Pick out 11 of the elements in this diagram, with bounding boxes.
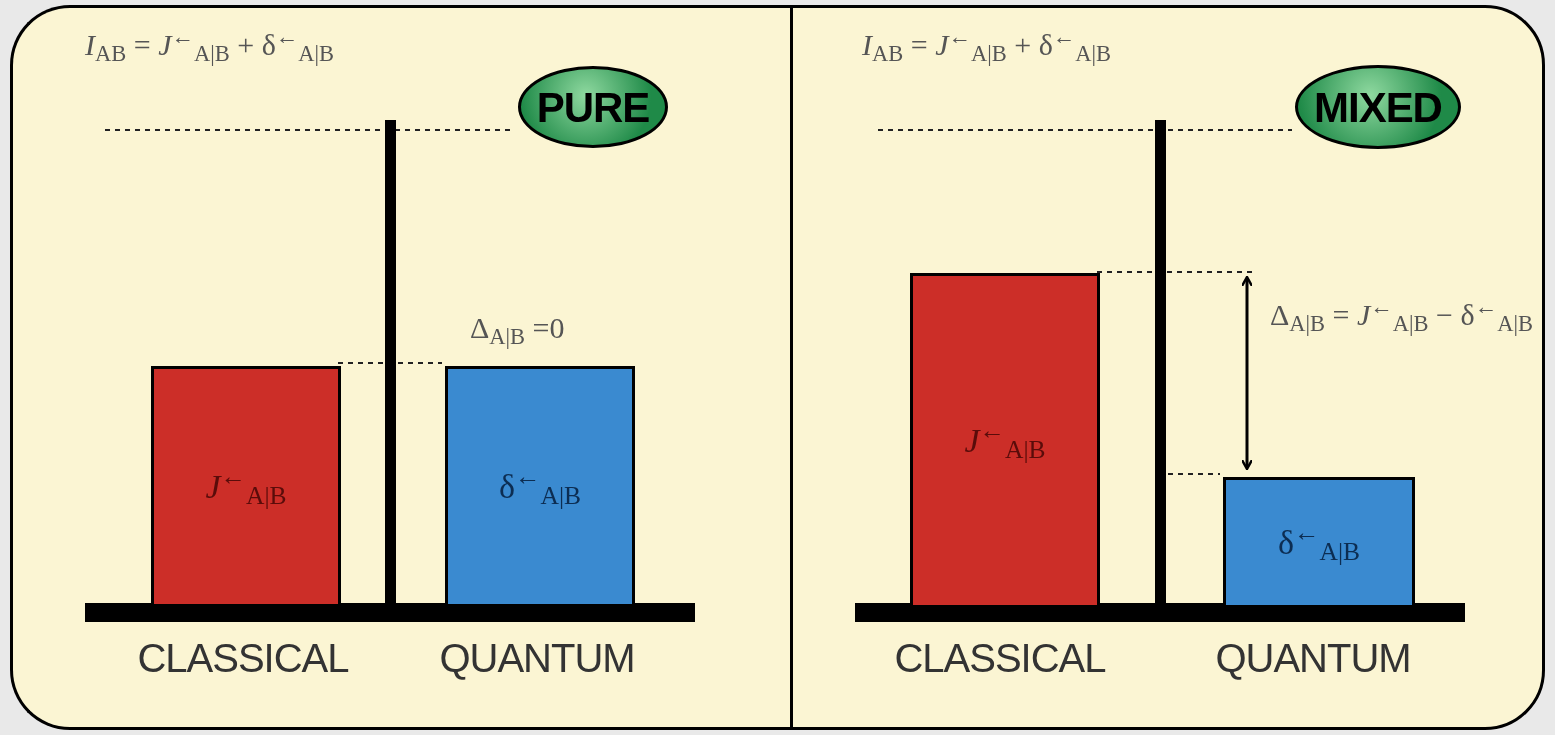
state-label: MIXED	[1314, 82, 1442, 133]
quantum-bar	[1223, 477, 1415, 608]
category-label: QUANTUM	[1215, 635, 1411, 682]
category-label: CLASSICAL	[894, 635, 1106, 682]
state-label: PURE	[536, 82, 650, 133]
category-label: CLASSICAL	[137, 635, 349, 682]
classical-bar	[151, 366, 341, 607]
classical-bar	[910, 273, 1100, 608]
formula: Δ$_{A|B}$ =0	[470, 310, 565, 350]
category-label: QUANTUM	[439, 635, 635, 682]
quantum-bar	[445, 366, 635, 607]
